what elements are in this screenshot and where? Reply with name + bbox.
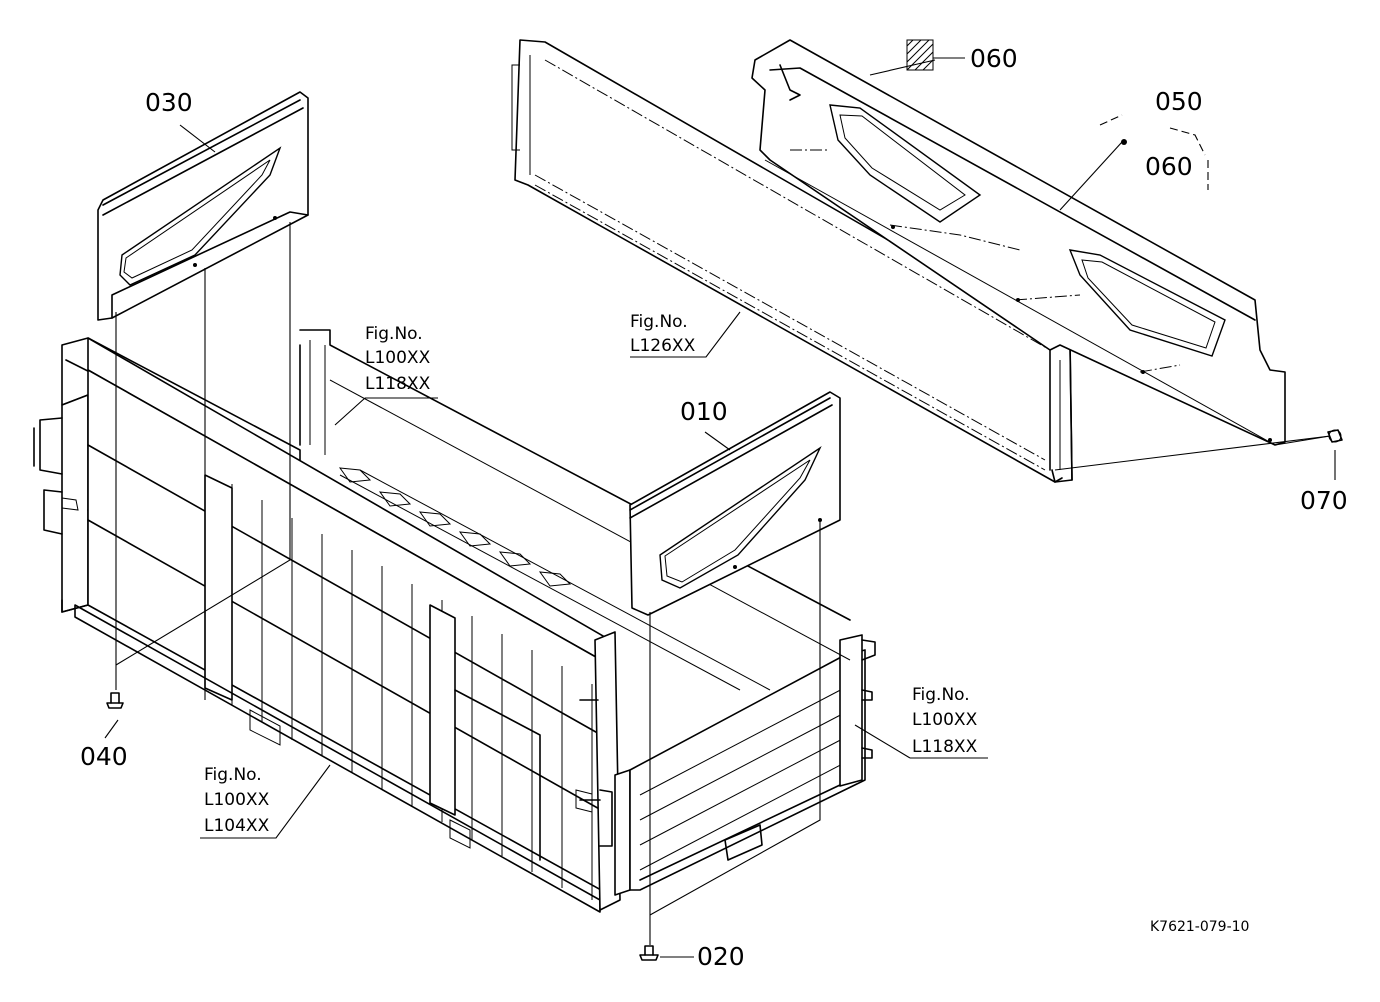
fig-ref-top-center: Fig.No. L100XX L118XX bbox=[365, 324, 431, 394]
part-number-060-top: 060 bbox=[970, 44, 1018, 73]
fig-ref-line-2: L118XX bbox=[912, 737, 978, 757]
part-number-040: 040 bbox=[80, 742, 128, 771]
side-panel-010 bbox=[629, 391, 841, 616]
fig-ref-line-1: L100XX bbox=[365, 348, 431, 368]
fig-ref-title: Fig.No. bbox=[365, 324, 423, 344]
fig-ref-line-2: L118XX bbox=[365, 374, 431, 394]
part-number-050: 050 bbox=[1155, 87, 1203, 116]
part-number-060-sub: 060 bbox=[1145, 152, 1193, 181]
part-number-030: 030 bbox=[145, 88, 193, 117]
fig-ref-line-1: L100XX bbox=[912, 710, 978, 730]
leader-lines bbox=[104, 57, 1336, 958]
fig-ref-bottom-left: Fig.No. L100XX L104XX bbox=[204, 765, 270, 836]
fig-ref-front-gate: Fig.No. L126XX bbox=[630, 312, 696, 356]
fig-ref-title: Fig.No. bbox=[630, 312, 688, 332]
fig-ref-title: Fig.No. bbox=[204, 765, 262, 785]
fig-ref-right-side: Fig.No. L100XX L118XX bbox=[912, 685, 978, 757]
cargo-bed-frame bbox=[33, 329, 876, 913]
bolt-070-icon bbox=[1327, 429, 1343, 443]
bolt-020-icon bbox=[639, 945, 659, 961]
front-gate-panel bbox=[511, 39, 1073, 483]
bolt-040-icon bbox=[106, 692, 124, 709]
part-number-010: 010 bbox=[680, 397, 728, 426]
fig-ref-line-1: L100XX bbox=[204, 790, 270, 810]
fig-ref-line-2: L104XX bbox=[204, 816, 270, 836]
fig-ref-title: Fig.No. bbox=[912, 685, 970, 705]
side-panel-030 bbox=[97, 91, 309, 321]
part-number-070: 070 bbox=[1300, 486, 1348, 515]
part-number-020: 020 bbox=[697, 942, 745, 971]
fig-ref-line-1: L126XX bbox=[630, 336, 696, 356]
drawing-code: K7621-079-10 bbox=[1150, 919, 1249, 935]
